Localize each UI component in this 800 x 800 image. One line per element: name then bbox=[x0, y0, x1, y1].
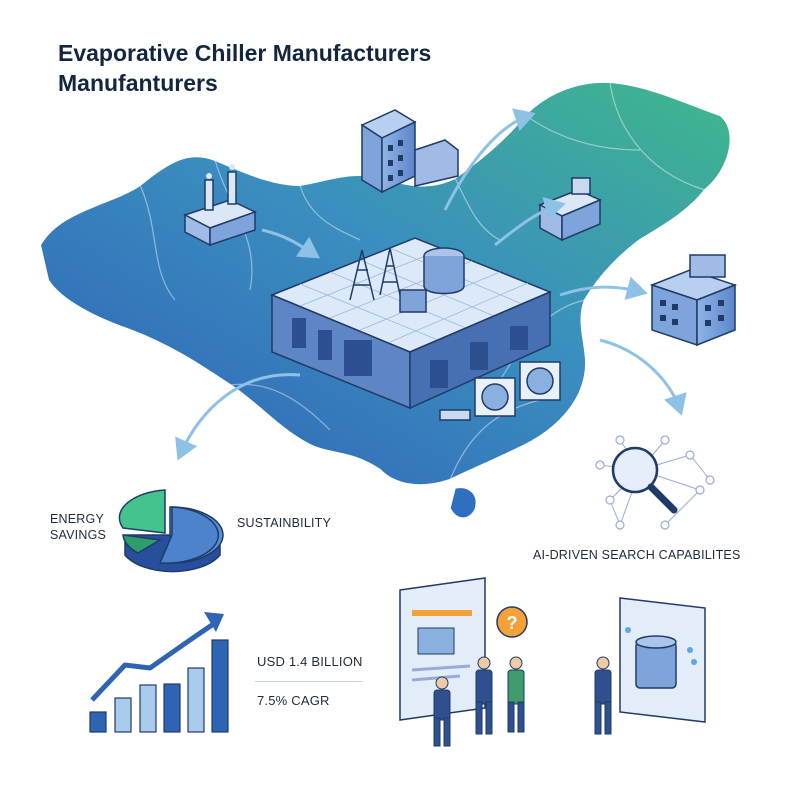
market-size-label: USD 1.4 BILLION bbox=[257, 654, 363, 669]
office-building-east bbox=[649, 254, 738, 347]
stat-divider bbox=[255, 681, 363, 682]
ai-search-network bbox=[595, 435, 715, 530]
title-line-1: Evaporative Chiller Manufacturers bbox=[58, 40, 432, 66]
magnifier-icon bbox=[611, 446, 659, 494]
central-chiller-facility bbox=[270, 237, 561, 421]
meeting-illustration: ? bbox=[399, 577, 528, 747]
question-glyph: ? bbox=[507, 613, 518, 633]
energy-savings-line-1: ENERGY bbox=[50, 512, 104, 526]
cagr-label: 7.5% CAGR bbox=[257, 693, 330, 708]
title-line-2: Manufanturers bbox=[58, 70, 218, 96]
office-building-north bbox=[360, 109, 459, 194]
ai-search-label: AI-DRIVEN SEARCH CAPABILITES bbox=[533, 548, 741, 562]
sustainability-label: SUSTAINBILITY bbox=[237, 516, 332, 530]
flow-arrows bbox=[175, 108, 687, 461]
energy-savings-line-2: SAVINGS bbox=[50, 528, 107, 542]
energy-savings-label: ENERGY SAVINGS bbox=[50, 511, 106, 543]
page-title: Evaporative Chiller Manufacturers Manufa… bbox=[58, 38, 431, 98]
energy-pie-chart bbox=[118, 489, 224, 573]
growth-bar-chart bbox=[89, 612, 229, 733]
question-icon bbox=[496, 606, 528, 638]
factory-northwest bbox=[183, 164, 257, 247]
technician-illustration bbox=[594, 597, 706, 735]
